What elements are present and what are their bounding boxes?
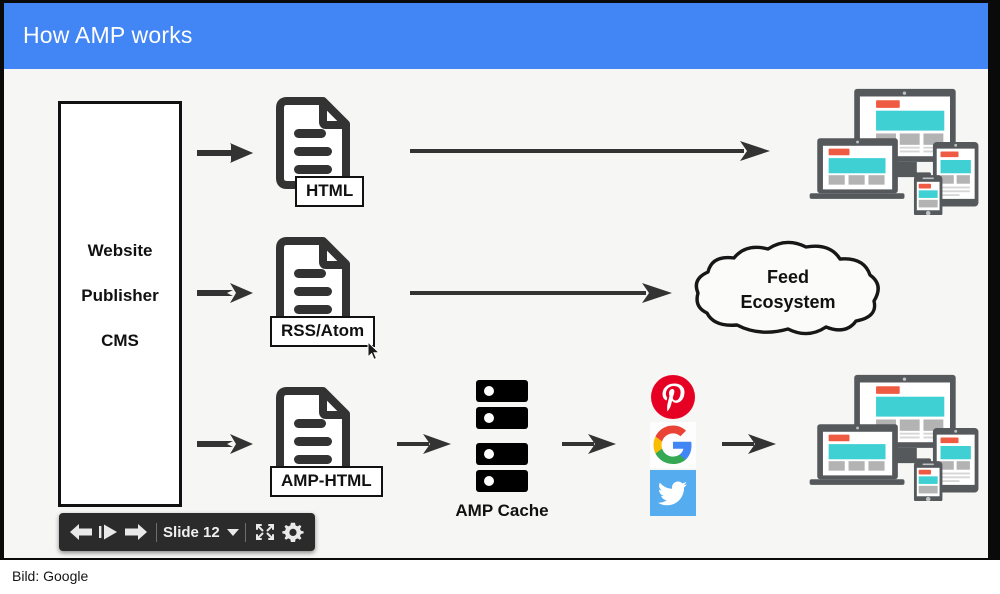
rss-tag-label: RSS/Atom (270, 316, 376, 347)
responsive-devices-bottom (799, 373, 988, 501)
server-led-4 (484, 476, 494, 486)
separator-right (244, 522, 246, 542)
slide-player-controls[interactable]: Slide 12 (59, 513, 315, 551)
source-box: Website Publisher CMS (58, 101, 182, 507)
google-icon (650, 422, 696, 468)
server-bar-3 (476, 443, 528, 465)
page-title: How AMP works (23, 22, 193, 48)
fullscreen-button[interactable] (252, 517, 280, 547)
slide-number-label: Slide 12 (163, 523, 220, 541)
chevron-down-icon (226, 528, 239, 536)
cloud-line-2: Ecosystem (740, 292, 836, 312)
settings-button[interactable] (279, 517, 307, 547)
slide-header-bar: How AMP works (4, 3, 988, 69)
arrow-rss-to-cloud (410, 281, 672, 305)
server-bar-2 (476, 407, 528, 429)
amp-html-tag-label: AMP-HTML (270, 466, 383, 497)
slide-frame: How AMP works Website Publisher CMS (0, 0, 1000, 560)
arrow-source-to-amp (197, 432, 253, 456)
feed-ecosystem-cloud: Feed Ecosystem (690, 237, 886, 343)
cloud-text: Feed Ecosystem (690, 265, 886, 315)
arrow-html-to-devices (410, 139, 770, 163)
amp-cache-label: AMP Cache (455, 501, 549, 520)
cloud-line-1: Feed (766, 267, 809, 287)
arrow-platforms-to-devices (722, 432, 776, 456)
server-led-2 (484, 413, 494, 423)
amp-cache-server-icon (476, 380, 528, 492)
play-button[interactable] (95, 517, 123, 547)
arrow-source-to-html (197, 141, 253, 165)
arrow-source-to-rss (197, 281, 253, 305)
responsive-devices-top (799, 87, 988, 215)
image-credit-caption: Bild: Google (12, 568, 89, 584)
separator-left (156, 522, 158, 542)
arrow-cache-to-platforms (562, 432, 616, 456)
server-bar-1 (476, 380, 528, 402)
pinterest-icon (650, 374, 696, 420)
server-led-1 (484, 386, 494, 396)
html-tag-label: HTML (295, 176, 365, 207)
arrow-amp-to-cache (397, 432, 451, 456)
server-bar-4 (476, 470, 528, 492)
slide-selector[interactable]: Slide 12 (163, 524, 239, 541)
next-slide-button[interactable] (122, 517, 150, 547)
source-label-website: Website (87, 241, 153, 260)
previous-slide-button[interactable] (67, 517, 95, 547)
source-label-cms: CMS (101, 331, 139, 350)
source-box-labels: Website Publisher CMS (61, 228, 179, 363)
server-led-3 (484, 449, 494, 459)
diagram-canvas: Website Publisher CMS (4, 69, 988, 558)
source-label-publisher: Publisher (81, 286, 159, 305)
twitter-icon (650, 470, 696, 516)
